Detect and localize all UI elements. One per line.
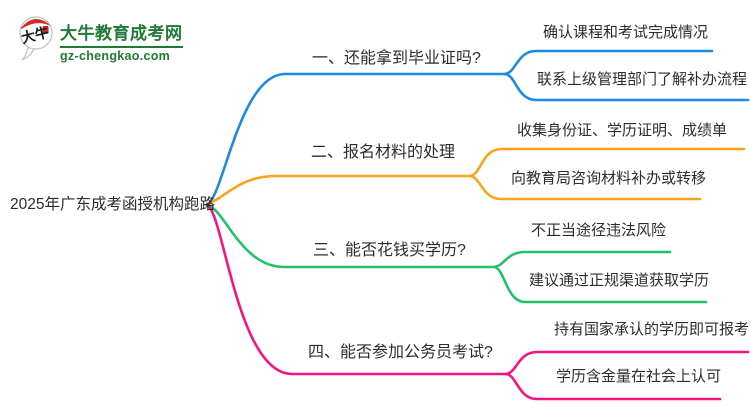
branch-1-leaf-2-line [503, 72, 750, 102]
logo-bull-icon: 大牛 [19, 16, 53, 61]
branch-2-leaf-1: 收集身份证、学历证明、成绩单 [517, 122, 728, 139]
logo-text-block: 大牛教育成考网 gz-chengkao.com [60, 13, 183, 63]
branch-3-leaf-1-line [492, 250, 672, 269]
branch-4-main-line [206, 204, 508, 376]
branch-2-leaf-2-line [468, 174, 702, 201]
branch-3-leaf-1: 不正当途径违法风险 [531, 222, 667, 239]
branch-4-label: 四、能否参加公务员考试? [308, 344, 493, 361]
branch-2-leaf-1-line [468, 147, 746, 178]
branch-2-main-line [206, 174, 472, 206]
branch-4-leaf-1-line [504, 350, 750, 376]
branch-1-leaf-1: 确认课程和考试完成情况 [543, 24, 709, 41]
branch-2-label: 二、报名材料的处理 [311, 144, 456, 161]
branch-1-leaf-1-line [503, 49, 714, 76]
site-logo: 大牛 大牛教育成考网 gz-chengkao.com [16, 13, 183, 63]
site-name: 大牛教育成考网 [60, 19, 183, 48]
branch-1-label: 一、还能拿到毕业证吗? [312, 50, 481, 67]
branch-2-leaf-2: 向教育局咨询材料补办或转移 [511, 170, 707, 187]
site-domain: gz-chengkao.com [60, 49, 171, 63]
svg-text:大牛: 大牛 [19, 24, 50, 46]
mindmap-root-node: 2025年广东成考函授机构跑路 [10, 196, 215, 213]
root-junction-dot [205, 202, 211, 208]
branch-3-leaf-2-line [492, 265, 708, 304]
branch-4-leaf-1: 持有国家承认的学历即可报考 [554, 321, 750, 338]
branch-3-main-line [206, 203, 496, 269]
branch-4-leaf-2: 学历含金量在社会上认可 [556, 368, 722, 385]
branch-4-leaf-2-line [504, 372, 722, 401]
branch-1-main-line [206, 72, 507, 206]
branch-3-leaf-2: 建议通过正规渠道获取学历 [529, 272, 710, 289]
branch-1-leaf-2: 联系上级管理部门了解补办流程 [537, 71, 748, 88]
branch-3-label: 三、能否花钱买学历? [313, 242, 466, 259]
